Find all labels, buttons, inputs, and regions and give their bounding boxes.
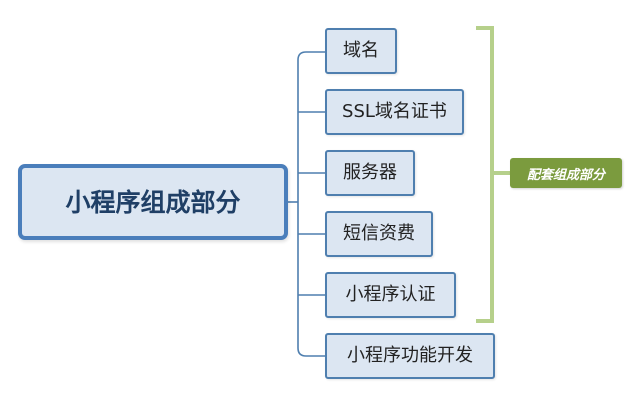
child-label: 短信资费 <box>343 223 415 244</box>
supporting-components-tag: 配套组成部分 <box>510 158 622 188</box>
child-label: 小程序功能开发 <box>347 345 473 366</box>
root-label: 小程序组成部分 <box>65 187 241 217</box>
child-label: 小程序认证 <box>345 284 436 305</box>
child-node-ssl-certificate: SSL域名证书 <box>325 89 464 135</box>
child-label: SSL域名证书 <box>342 101 447 122</box>
child-node-feature-development: 小程序功能开发 <box>325 333 495 379</box>
child-node-server: 服务器 <box>325 150 415 196</box>
tag-label: 配套组成部分 <box>526 167 605 183</box>
child-label: 服务器 <box>343 162 397 183</box>
branch-trunk <box>297 51 325 357</box>
child-node-sms-cost: 短信资费 <box>325 211 433 257</box>
child-node-mini-program-verification: 小程序认证 <box>325 272 456 318</box>
child-label: 域名 <box>343 40 379 61</box>
child-node-domain: 域名 <box>325 28 397 74</box>
root-node: 小程序组成部分 <box>18 164 288 240</box>
group-bracket <box>476 26 512 323</box>
